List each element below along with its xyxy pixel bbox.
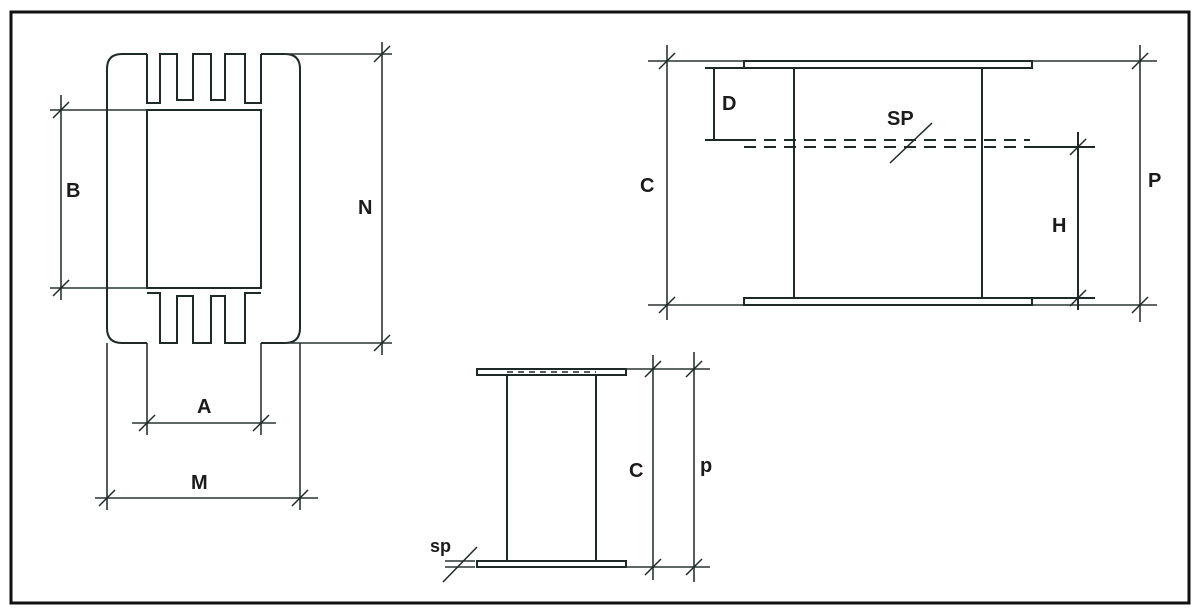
label-c: C — [629, 460, 643, 482]
window-rect — [146, 109, 262, 289]
dimension-ticks — [658, 52, 1149, 314]
label-d: D — [722, 93, 736, 115]
bobbin-small-view: C p sp — [430, 352, 712, 583]
outer-core-outline — [106, 53, 301, 344]
label-h: H — [1052, 215, 1066, 237]
diagram-frame — [9, 10, 1191, 605]
top-comb — [146, 53, 262, 104]
label-sp: sp — [430, 536, 451, 556]
bottom-comb — [147, 292, 261, 344]
core-front-view: B N A M — [50, 42, 392, 510]
top-flange — [743, 60, 1033, 69]
label-p: P — [1148, 170, 1161, 192]
top-flange — [476, 368, 627, 376]
dimension-ticks — [442, 360, 703, 583]
label-sp: SP — [887, 108, 914, 130]
label-p: p — [700, 455, 712, 477]
label-m: M — [191, 472, 208, 494]
label-a: A — [197, 396, 211, 418]
bottom-flange — [476, 560, 627, 568]
sp-thickness-slash — [442, 546, 478, 583]
label-b: B — [66, 180, 80, 202]
dimension-ticks — [52, 45, 391, 507]
label-c: C — [640, 175, 654, 197]
sp-thickness-slash — [889, 122, 933, 164]
label-n: N — [358, 197, 372, 219]
bottom-flange — [743, 297, 1033, 306]
bobbin-side-view: D SP C H P — [640, 45, 1161, 322]
